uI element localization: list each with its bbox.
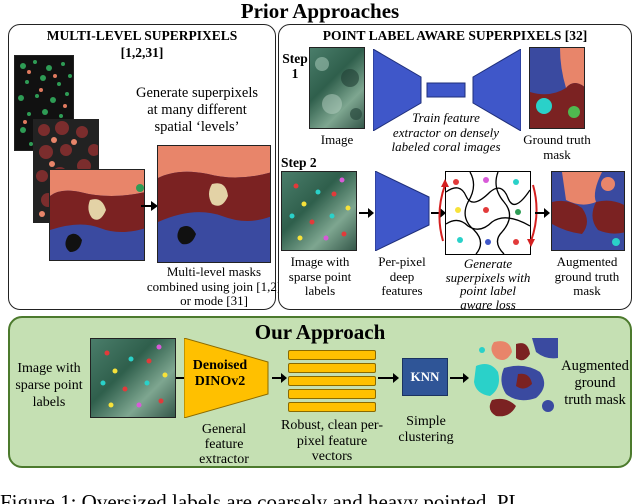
step2-features-label: Per-pixel deep features: [378, 254, 426, 298]
our-arrow-3: [378, 373, 399, 383]
step2-label: Step 2: [281, 155, 317, 170]
step1-label: Step 1: [282, 51, 308, 81]
knn-caption: Simple clustering: [398, 414, 454, 445]
step2-superpixel-diagram: [445, 171, 531, 255]
step2-arrow-1: [359, 208, 374, 218]
our-arrow-4: [450, 373, 469, 383]
step1-coral-image: [309, 47, 365, 129]
figure-title: Prior Approaches: [240, 0, 400, 23]
step1-train-text: Train feature extractor on densely label…: [391, 110, 501, 154]
step2-feature-extractor: [375, 171, 430, 251]
step2-arrow-3: [535, 208, 550, 218]
our-approach-title: Our Approach: [254, 320, 386, 344]
dinov2-extractor: [184, 338, 269, 418]
point-label-panel: POINT LABEL AWARE SUPERPIXELS [32] Step …: [278, 24, 632, 312]
multi-level-refs: [1,2,31]: [120, 45, 164, 60]
our-approach-panel: Our Approach Image with sparse point lab…: [8, 316, 632, 468]
step1-ground-truth-label: Ground truth mask: [523, 132, 591, 162]
feature-vectors-caption: Robust, clean per- pixel feature vectors: [281, 418, 383, 464]
our-arrow-2: [272, 373, 287, 383]
our-input-label: Image with sparse point labels: [15, 361, 83, 410]
our-augmented-mask: [470, 338, 558, 418]
step2-augmented-mask: [551, 171, 625, 251]
step2-image-label: Image with sparse point labels: [288, 254, 352, 298]
step2-augmented-label: Augmented ground truth mask: [554, 254, 620, 298]
dinov2-caption: General feature extractor: [199, 422, 249, 467]
knn-box: KNN: [402, 358, 448, 396]
superpixel-level-3: [49, 169, 145, 261]
multi-level-caption: Multi-level masks combined using join [1…: [146, 264, 282, 308]
multi-level-panel: MULTI-LEVEL SUPERPIXELS [1,2,31]: [8, 24, 281, 310]
multi-level-title: MULTI-LEVEL SUPERPIXELS: [46, 28, 238, 43]
step1-ground-truth-mask: [529, 47, 585, 129]
figure-caption-fragment: Figure 1: Oversized labels are coarsely …: [0, 490, 522, 504]
combine-arrow: [141, 201, 158, 211]
step2-generate-text: Generate superpixels with point label aw…: [445, 256, 531, 312]
step1-image-label: Image: [320, 132, 354, 147]
step1-encoder-decoder: [373, 49, 521, 131]
point-label-title: POINT LABEL AWARE SUPERPIXELS [32]: [322, 28, 588, 43]
our-augmented-label: Augmented ground truth mask: [561, 358, 629, 408]
feature-vectors: [288, 350, 376, 412]
dinov2-label: Denoised DINOv2: [192, 358, 248, 389]
our-sparse-image: [90, 338, 176, 418]
combined-mask: [157, 145, 271, 263]
step2-loss-arrows: [438, 179, 538, 247]
multi-level-description: Generate superpixels at many different s…: [136, 85, 258, 135]
step2-sparse-image: [281, 171, 357, 251]
